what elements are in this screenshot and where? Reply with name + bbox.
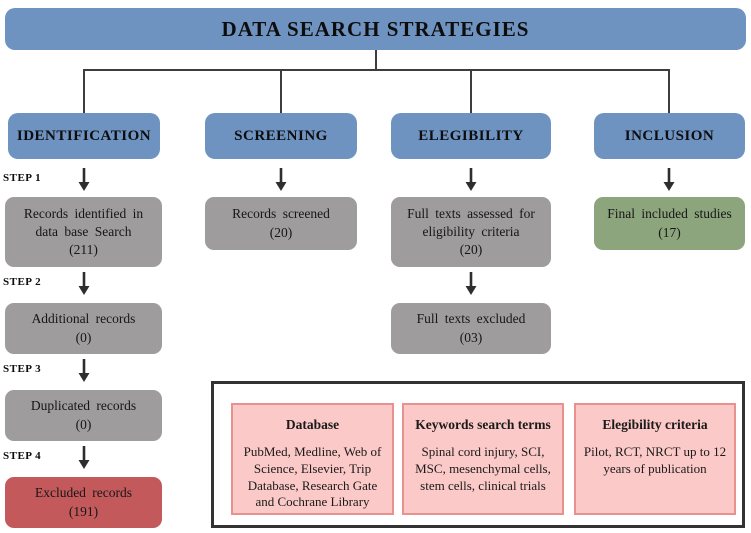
step-label-1: STEP 1	[3, 172, 42, 184]
flow-box-text: Additional records	[31, 311, 136, 327]
criteria-panel: Database PubMed, Medline, Web of Science…	[211, 381, 745, 528]
flow-box-duplicated-records: Duplicated records (0)	[5, 390, 162, 441]
connector-drop-inclusion	[668, 70, 670, 113]
criteria-box-text: Spinal cord injury, SCI, MSC, mesenchyma…	[415, 444, 551, 493]
phase-header-screening: SCREENING	[205, 113, 357, 159]
criteria-box-text: Pilot, RCT, NRCT up to 12 years of publi…	[583, 444, 727, 476]
down-arrow-icon	[465, 168, 477, 191]
down-arrow-icon	[78, 168, 90, 191]
criteria-box-title: Elegibility criteria	[602, 417, 708, 432]
flow-box-text: Excluded records	[34, 485, 133, 501]
down-arrow-icon	[78, 359, 90, 382]
connector-stub	[375, 50, 377, 70]
flow-box-count: (20)	[459, 242, 483, 258]
criteria-box-keywords: Keywords search terms Spinal cord injury…	[402, 403, 564, 515]
phase-header-inclusion: INCLUSION	[594, 113, 745, 159]
flow-box-text: Records identified in data base Search	[23, 205, 144, 239]
flow-box-excluded-records: Excluded records (191)	[5, 477, 162, 528]
down-arrow-icon	[78, 272, 90, 295]
flow-box-fulltexts-assessed: Full texts assessed for eligibility crit…	[391, 197, 551, 267]
flow-box-text: Final included studies	[607, 206, 732, 222]
flow-box-fulltexts-excluded: Full texts excluded (03)	[391, 303, 551, 354]
flow-box-text: Full texts assessed for eligibility crit…	[407, 205, 535, 239]
flow-box-text: Full texts excluded	[416, 311, 526, 327]
connector-horizontal	[83, 69, 670, 71]
connector-drop-identification	[83, 70, 85, 113]
flow-box-final-included: Final included studies (17)	[594, 197, 745, 250]
down-arrow-icon	[465, 272, 477, 295]
flow-box-records-screened: Records screened (20)	[205, 197, 357, 250]
flow-box-count: (191)	[68, 503, 99, 519]
step-label-3: STEP 3	[3, 363, 42, 375]
flow-box-count: (20)	[269, 224, 293, 240]
criteria-box-text: PubMed, Medline, Web of Science, Elsevie…	[243, 444, 382, 510]
step-label-4: STEP 4	[3, 450, 42, 462]
flow-box-records-identified: Records identified in data base Search (…	[5, 197, 162, 267]
criteria-box-title: Database	[285, 417, 340, 432]
criteria-box-elegibility: Elegibility criteria Pilot, RCT, NRCT up…	[574, 403, 736, 515]
flow-box-additional-records: Additional records (0)	[5, 303, 162, 354]
flow-box-text: Records screened	[232, 206, 330, 222]
down-arrow-icon	[663, 168, 675, 191]
flow-box-count: (03)	[459, 329, 483, 345]
criteria-box-title: Keywords search terms	[415, 417, 551, 432]
down-arrow-icon	[78, 446, 90, 469]
connector-drop-elegibility	[470, 70, 472, 113]
flow-box-count: (0)	[75, 329, 92, 345]
down-arrow-icon	[275, 168, 287, 191]
phase-header-elegibility: ELEGIBILITY	[391, 113, 551, 159]
flow-box-count: (211)	[69, 242, 98, 258]
connector-drop-screening	[280, 70, 282, 113]
phase-header-identification: IDENTIFICATION	[8, 113, 160, 159]
step-label-2: STEP 2	[3, 276, 42, 288]
flow-box-count: (17)	[658, 224, 681, 240]
criteria-box-database: Database PubMed, Medline, Web of Science…	[231, 403, 394, 515]
diagram-title: DATA SEARCH STRATEGIES	[5, 8, 746, 50]
flow-box-count: (0)	[75, 416, 92, 432]
flow-box-text: Duplicated records	[30, 398, 137, 414]
